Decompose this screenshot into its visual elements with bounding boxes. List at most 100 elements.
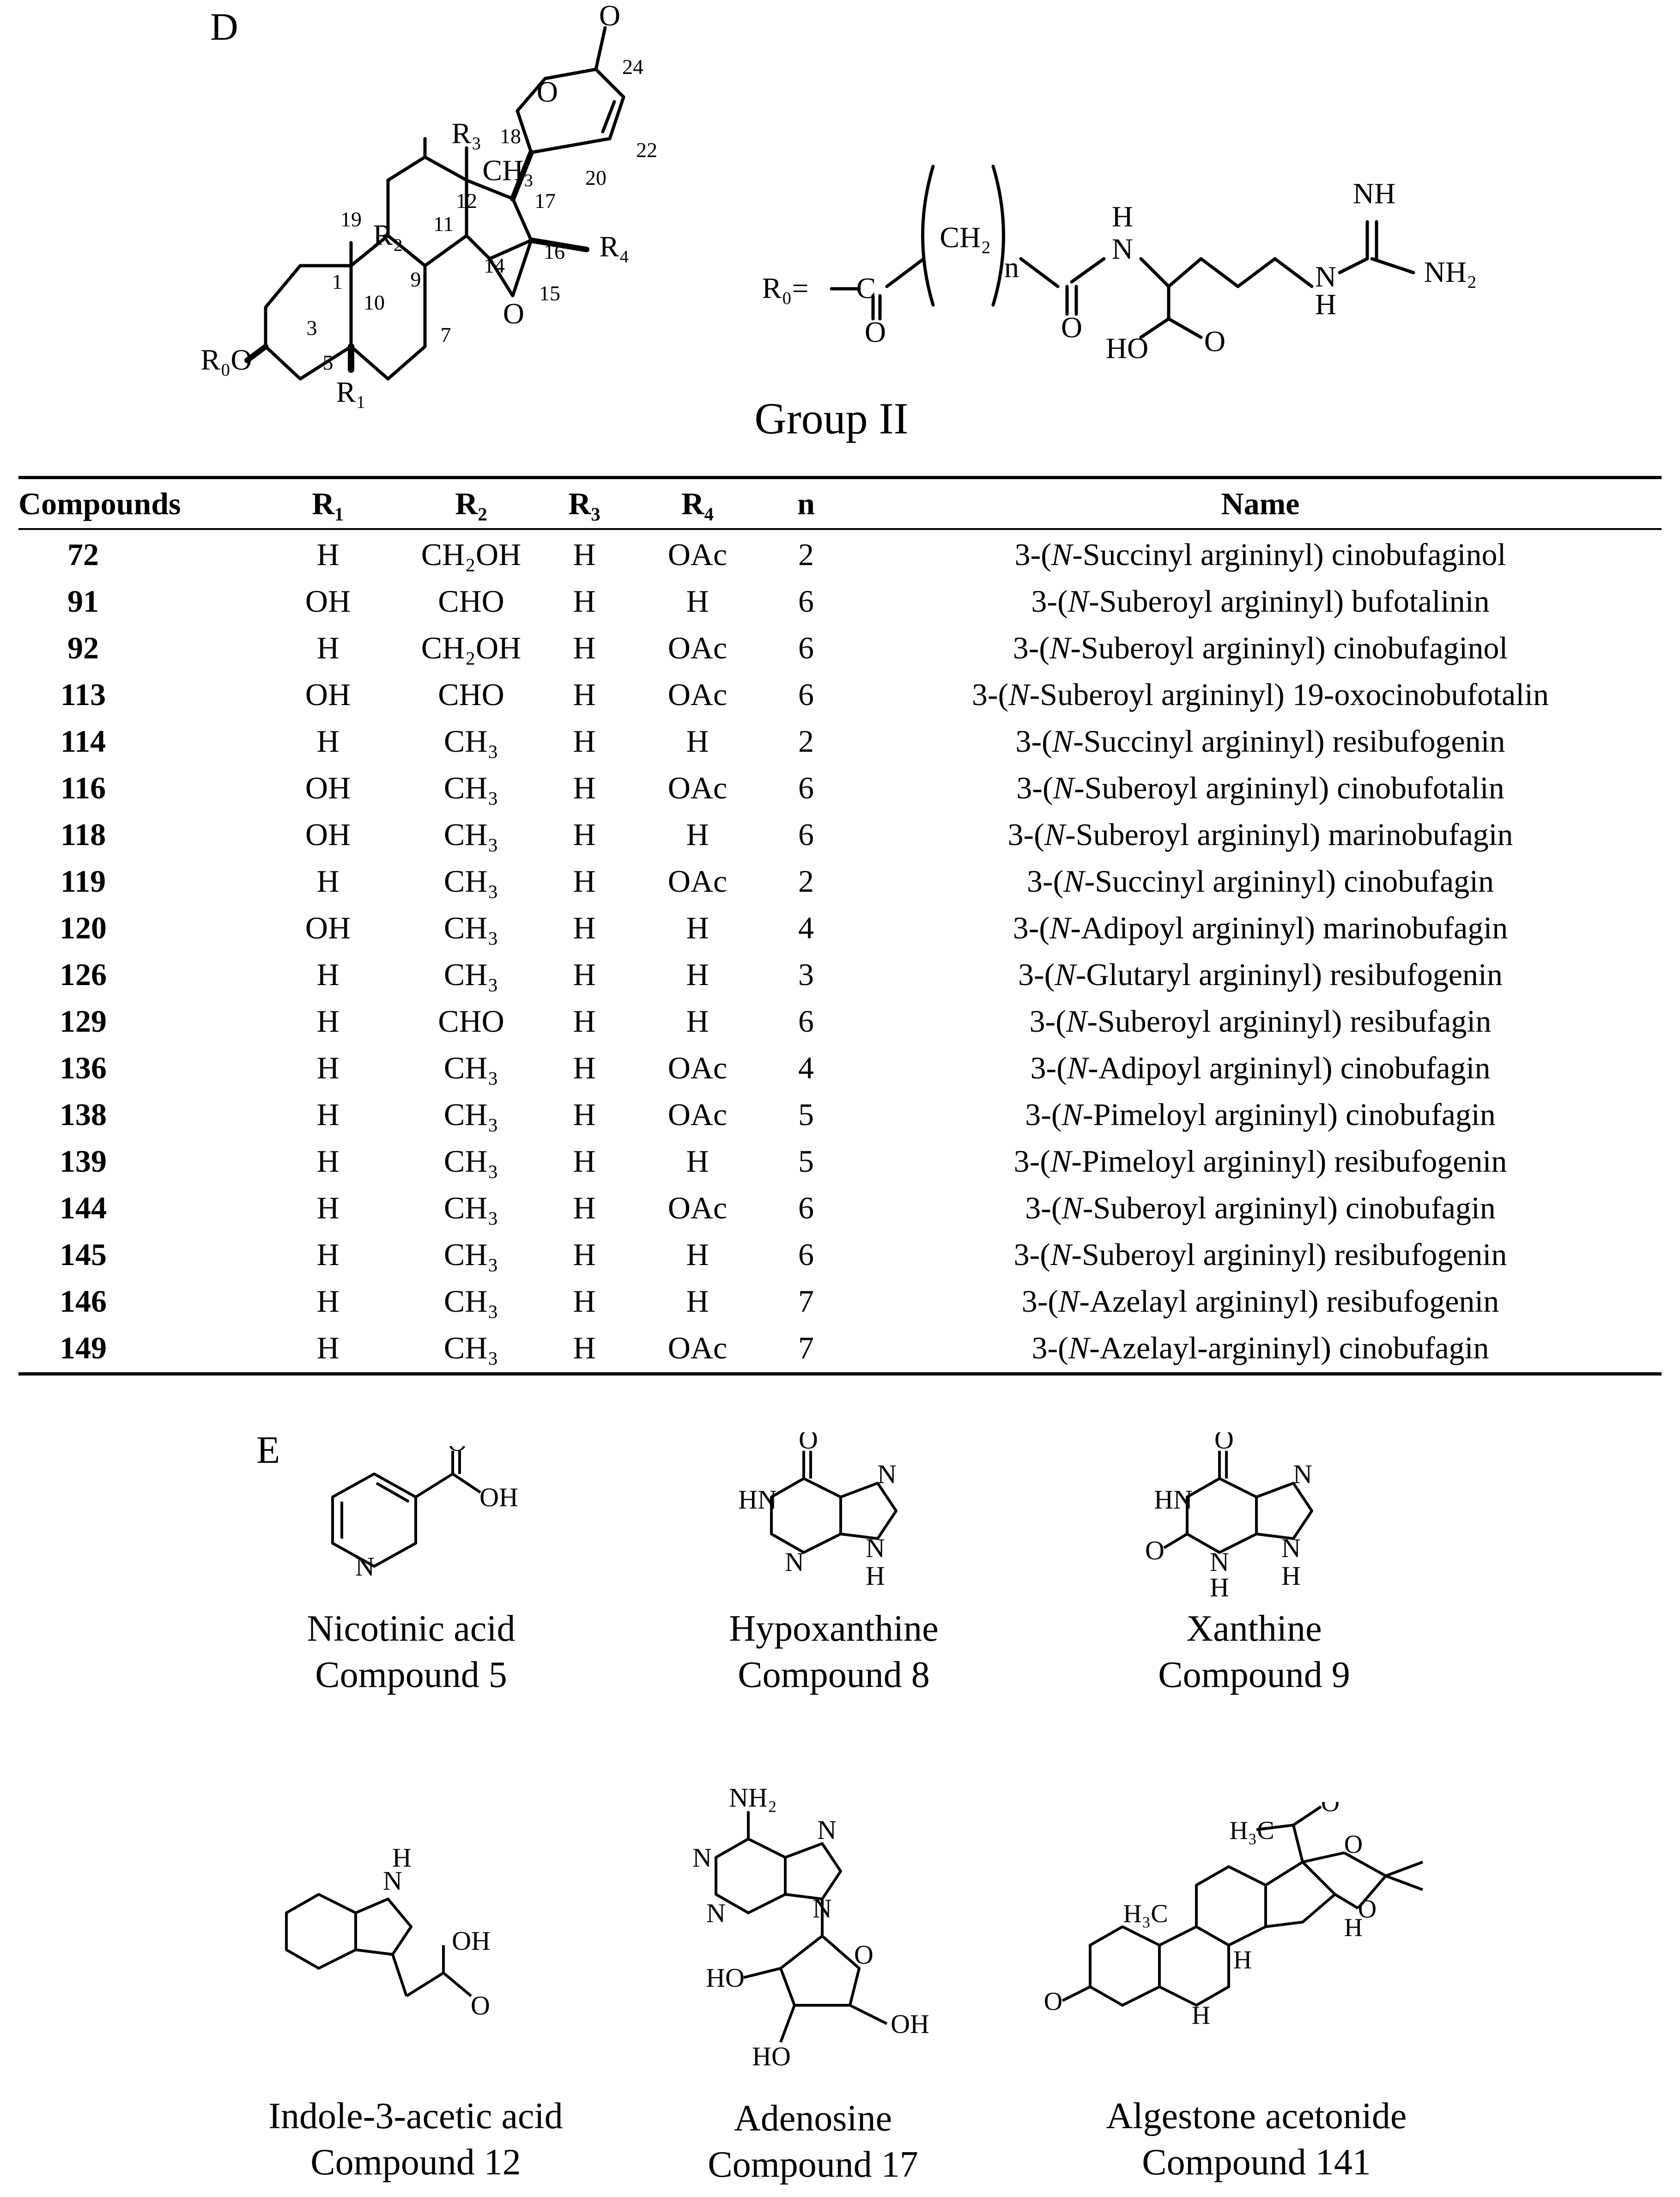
compound-name: Indole-3-acetic acid xyxy=(268,2096,563,2136)
n-value: 5 xyxy=(798,1144,814,1179)
r2-label: R₂ xyxy=(373,219,403,251)
r1-value: OH xyxy=(305,770,351,805)
name-part: -Succinyl argininyl) resibufogenin xyxy=(1073,724,1505,759)
n-value: 7 xyxy=(798,1284,814,1319)
name-part: -Suberoyl argininyl) marinobufagin xyxy=(1065,817,1513,852)
r3-value: H xyxy=(573,1004,596,1039)
adenosine-n1: N xyxy=(692,1843,712,1873)
ring-oxygen-label: O xyxy=(537,75,558,108)
name-part: 3-( xyxy=(1016,770,1053,805)
r3-value: H xyxy=(573,1050,596,1085)
compound-number: Compound 5 xyxy=(315,1655,507,1695)
r2-value: CH₃ xyxy=(443,1144,499,1179)
locant-18: 18 xyxy=(500,124,521,148)
r3-value: H xyxy=(573,1097,596,1132)
compound-name: 3-(N-Succinyl argininyl) resibufogenin xyxy=(859,723,1662,760)
r1-value: OH xyxy=(305,817,351,852)
compound-id: 145 xyxy=(60,1237,107,1272)
r2-value: CH₂OH xyxy=(421,630,522,665)
name-part: 3-( xyxy=(1029,1004,1066,1039)
name-part: -Pimeloyl argininyl) cinobufagin xyxy=(1082,1097,1496,1132)
hypoxanthine-o: O xyxy=(799,1432,818,1455)
compound-number: Compound 9 xyxy=(1158,1655,1350,1695)
r4-value: OAc xyxy=(667,1050,728,1085)
n-value: 3 xyxy=(798,957,814,992)
locant-20: 20 xyxy=(585,166,606,189)
r2-value: CH₃ xyxy=(443,910,499,945)
amide-n-label: N xyxy=(1112,232,1133,265)
hypoxanthine-n1: N xyxy=(785,1547,804,1577)
compound-id: 91 xyxy=(67,584,99,619)
hypoxanthine-n2: N xyxy=(877,1459,897,1489)
r4-value: OAc xyxy=(667,1097,728,1132)
r4-value: OAc xyxy=(667,630,728,665)
name-italic-part: N xyxy=(1053,770,1074,805)
compound-name: 3-(N-Suberoyl argininyl) resibufogenin xyxy=(859,1236,1662,1273)
compound-id: 139 xyxy=(60,1144,107,1179)
r2-value: CH₂OH xyxy=(421,537,522,572)
n-value: 6 xyxy=(798,1190,814,1225)
compound-name: 3-(N-Suberoyl argininyl) cinobufagin xyxy=(859,1190,1662,1226)
xanthine-structure: O O HN N N N H H xyxy=(1145,1432,1313,1602)
n-value: 2 xyxy=(798,724,814,759)
name-part: 3-( xyxy=(1007,817,1044,852)
r3-value: H xyxy=(573,724,596,759)
table-bottom-rule xyxy=(18,1372,1662,1375)
n-value: 2 xyxy=(798,537,814,572)
algestone-methyl-a: H₃C xyxy=(1229,1816,1274,1845)
adenosine-n3: N xyxy=(817,1815,837,1845)
r2-value: CH₃ xyxy=(443,1284,499,1319)
indole-o: O xyxy=(471,1990,490,2021)
name-part: 3-( xyxy=(1015,724,1052,759)
name-part: -Suberoyl argininyl) cinobufagin xyxy=(1082,1190,1496,1225)
name-part: -Pimeloyl argininyl) resibufogenin xyxy=(1071,1144,1507,1179)
compound-name: 3-(N-Azelayl-argininyl) cinobufagin xyxy=(859,1330,1662,1366)
name-italic-part: N xyxy=(1063,864,1085,899)
caption-nicotinic-acid: Nicotinic acid Compound 5 xyxy=(273,1606,550,1698)
xanthine-o1: O xyxy=(1214,1432,1234,1455)
r3-value: H xyxy=(573,910,596,945)
compound-name: 3-(N-Suberoyl argininyl) bufotalinin xyxy=(859,583,1662,620)
n-value: 4 xyxy=(798,910,814,945)
r0-substituent-structure: R₀= C O CH₂ n O N H HO O N H NH NH₂ xyxy=(762,164,1477,365)
header-compounds: Compounds xyxy=(18,486,181,521)
caption-adenosine: Adenosine Compound 17 xyxy=(665,2095,961,2188)
r1-value: H xyxy=(316,1097,340,1132)
name-part: -Suberoyl argininyl) 19-oxocinobufotalin xyxy=(1029,677,1549,712)
compound-name: 3-(N-Suberoyl argininyl) 19-oxocinobufot… xyxy=(859,676,1662,713)
r2-value: CH₃ xyxy=(443,1097,499,1132)
name-part: 3-( xyxy=(1013,1144,1050,1179)
n-value: 6 xyxy=(798,817,814,852)
indole-h: H xyxy=(392,1843,412,1873)
imine-label: NH xyxy=(1353,177,1395,210)
name-part: -Suberoyl argininyl) resibufogenin xyxy=(1071,1237,1507,1272)
locant-3: 3 xyxy=(307,316,317,340)
locant-17: 17 xyxy=(534,189,556,213)
name-part: -Suberoyl argininyl) cinobufaginol xyxy=(1070,630,1508,665)
r4-value: H xyxy=(686,584,709,619)
locant-22: 22 xyxy=(636,138,657,162)
r4-label: R₄ xyxy=(600,230,630,263)
name-part: -Succinyl argininyl) cinobufagin xyxy=(1084,864,1494,899)
r1-value: OH xyxy=(305,584,351,619)
table-header-row: Compounds R₁ R₂ R₃ R₄ n Name xyxy=(18,481,1662,527)
compound-name: Hypoxanthine xyxy=(729,1608,939,1649)
header-r1: R₁ xyxy=(312,486,344,521)
hypoxanthine-hn: HN xyxy=(738,1485,777,1515)
compound-name: Adenosine xyxy=(734,2098,892,2139)
algestone-ketone-o: O xyxy=(1044,1987,1062,2016)
name-part: -Glutaryl argininyl) resibufogenin xyxy=(1075,957,1503,992)
n-value: 6 xyxy=(798,677,814,712)
name-italic-part: N xyxy=(1050,1237,1072,1272)
locant-19: 19 xyxy=(340,207,362,231)
ch3-label: CH₃ xyxy=(482,154,534,187)
guanidine-n-label: N xyxy=(1315,260,1336,293)
r3-value: H xyxy=(573,1190,596,1225)
hydroxyl-label: HO xyxy=(1106,332,1148,365)
compound-number: Compound 8 xyxy=(738,1655,930,1695)
